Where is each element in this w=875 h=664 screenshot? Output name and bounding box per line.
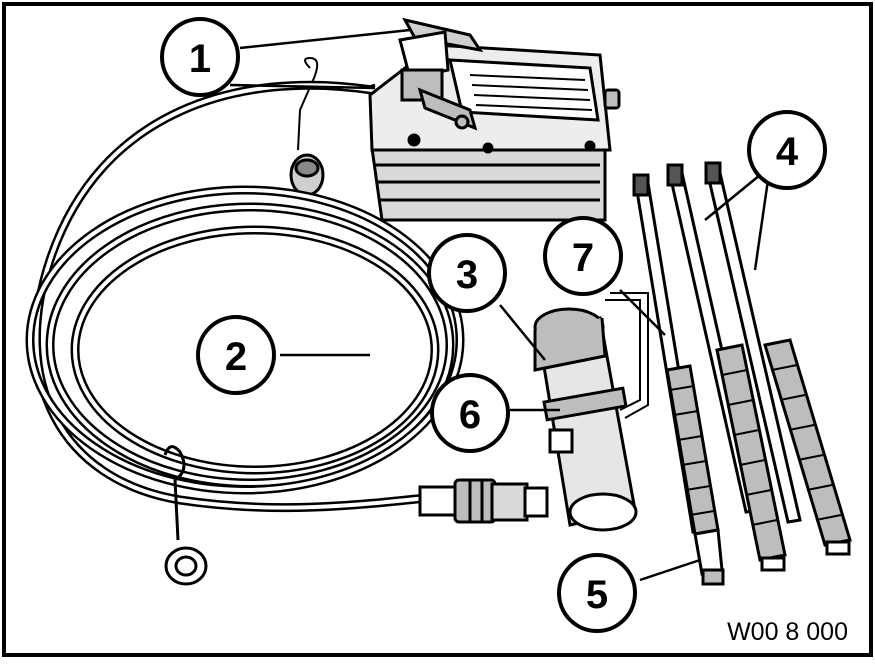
extension-rods: [632, 161, 852, 586]
hydraulic-cylinder: [533, 292, 649, 532]
leader-lines: [229, 28, 770, 582]
callout-6-label: 6: [459, 393, 481, 437]
callout-3-label: 3: [456, 253, 478, 297]
callout-5: 5: [557, 553, 637, 633]
callout-2-label: 2: [225, 335, 247, 379]
callout-1: 1: [160, 17, 240, 97]
hydraulic-pump: [289, 17, 621, 222]
callout-4-label: 4: [776, 130, 799, 174]
hydraulic-hose: [25, 80, 465, 586]
callout-2: 2: [196, 315, 276, 395]
callout-1-label: 1: [189, 37, 211, 81]
callout-4: 4: [747, 110, 827, 190]
callout-6: 6: [430, 373, 510, 453]
hose-coupling: [418, 478, 549, 524]
callout-7: 7: [543, 216, 623, 296]
callout-3: 3: [427, 233, 507, 313]
figure-code: W00 8 000: [727, 618, 848, 646]
callout-5-label: 5: [586, 573, 608, 617]
callout-7-label: 7: [572, 236, 594, 280]
